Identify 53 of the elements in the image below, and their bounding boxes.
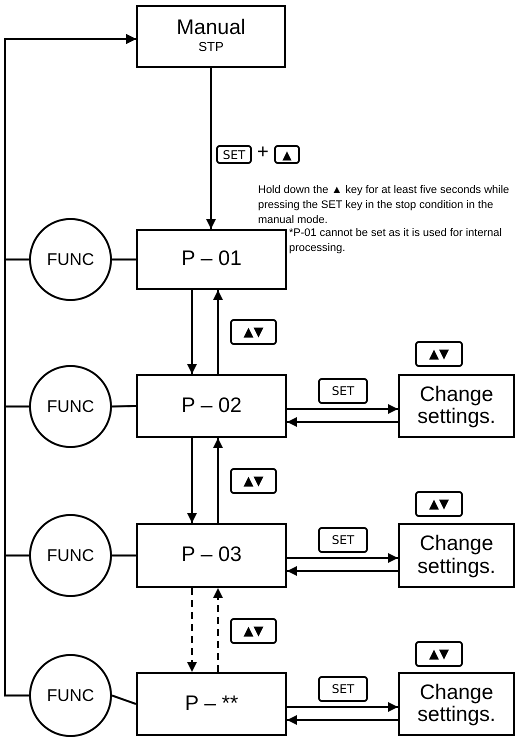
plus-sign: + xyxy=(257,142,269,162)
arrow xyxy=(287,553,398,563)
connector-line xyxy=(112,258,136,260)
arrow xyxy=(287,702,398,712)
arrow xyxy=(4,34,136,696)
connector-line xyxy=(112,405,136,408)
connector-line xyxy=(112,554,136,556)
node-text: Change settings. xyxy=(416,533,497,578)
process-box xyxy=(398,374,515,438)
arrow xyxy=(213,290,223,374)
key-label: ▲▼ xyxy=(230,468,277,494)
node-text: P – 02 xyxy=(181,394,242,418)
node-text: FUNC xyxy=(46,684,94,706)
key-label: ▲▼ xyxy=(415,341,463,367)
key-label: SET xyxy=(318,676,368,702)
key-label: ▲▼ xyxy=(230,319,277,345)
key-label: SET xyxy=(318,378,368,404)
note-text: *P-01 cannot be set as it is used for internal processing. xyxy=(289,226,503,256)
node-text: STP xyxy=(198,39,224,56)
arrow xyxy=(287,404,398,414)
key-label: ▲▼ xyxy=(415,491,463,517)
key-label: ▲ xyxy=(274,145,300,164)
key-label: ▲▼ xyxy=(230,618,277,644)
node-text: FUNC xyxy=(46,544,94,566)
node-text: Manual xyxy=(176,17,246,40)
node-text: P – 03 xyxy=(181,544,242,567)
process-box xyxy=(136,672,287,736)
node-text: P – 01 xyxy=(181,248,242,271)
process-box xyxy=(398,672,515,736)
node-text: P – ** xyxy=(184,692,238,716)
arrow xyxy=(287,566,398,576)
key-label: SET xyxy=(216,145,252,164)
node-text: Change settings. xyxy=(416,682,497,726)
arrow xyxy=(187,588,197,672)
arrow xyxy=(213,438,223,523)
node-text: FUNC xyxy=(46,248,94,270)
key-label: ▲▼ xyxy=(415,641,463,667)
arrow xyxy=(187,438,197,523)
process-box xyxy=(136,523,287,588)
process-box xyxy=(398,523,515,588)
arrow xyxy=(287,715,398,725)
process-box xyxy=(136,229,287,290)
arrow xyxy=(206,68,216,229)
note-text: Hold down the ▲ key for at least five seconds while pressing the SET key in the stop condition in the manual mode. xyxy=(258,183,510,228)
arrow xyxy=(287,417,398,427)
arrow xyxy=(187,290,197,374)
process-box xyxy=(136,5,286,68)
key-label: SET xyxy=(318,527,368,553)
arrow xyxy=(213,588,223,672)
node-text: FUNC xyxy=(46,396,94,418)
connector-line xyxy=(112,694,136,705)
process-box xyxy=(136,374,287,438)
node-text: Change settings. xyxy=(416,384,497,428)
